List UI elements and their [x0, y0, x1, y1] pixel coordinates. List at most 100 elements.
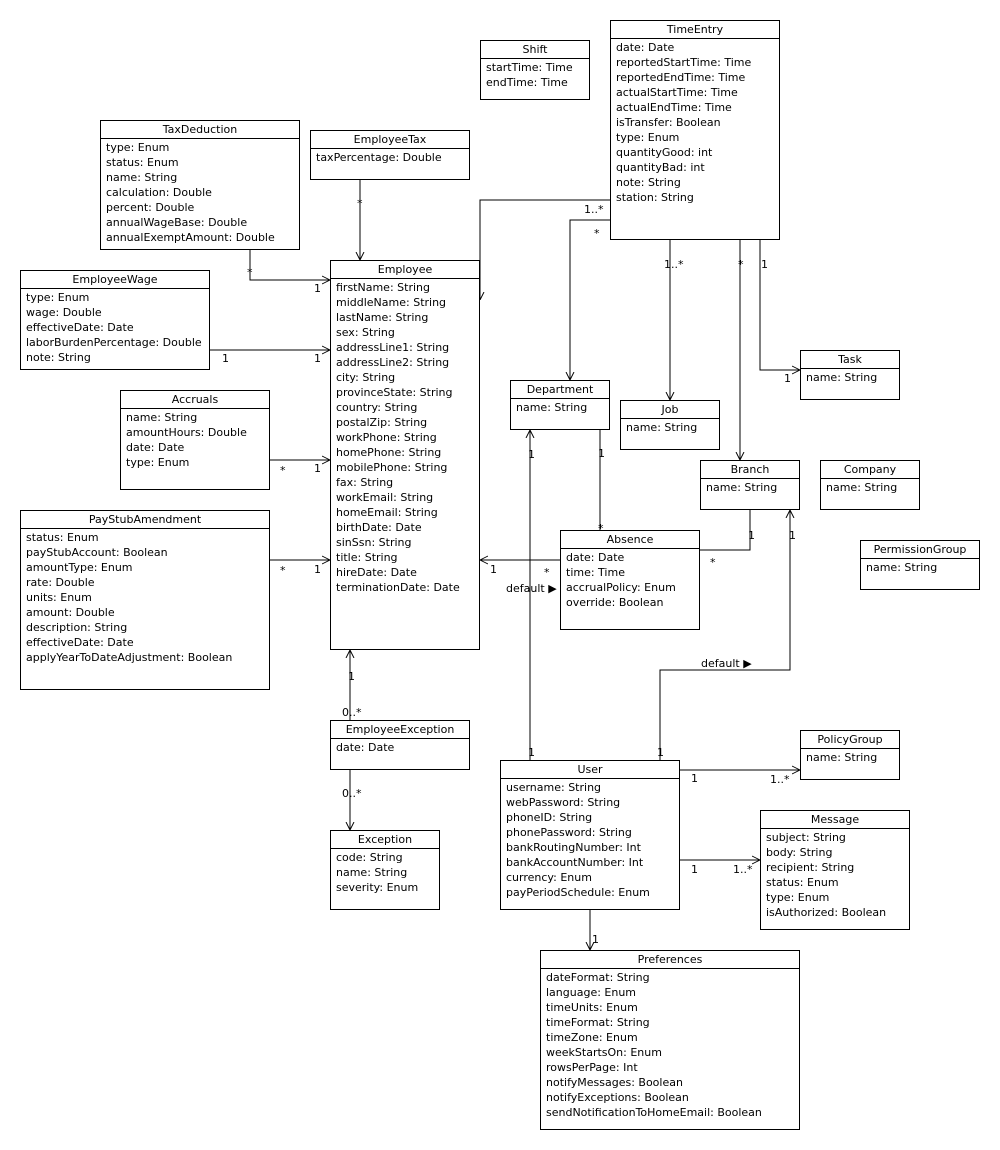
class-attribute: date: Date [566, 551, 625, 564]
class-attribute: addressLine2: String [336, 356, 450, 369]
class-attribute: name: String [866, 561, 938, 574]
class-attribute: name: String [336, 866, 408, 879]
class-attribute: hireDate: Date [336, 566, 417, 579]
class-name: User [501, 761, 679, 779]
class-name: Absence [561, 531, 699, 549]
class-attribute: phonePassword: String [506, 826, 632, 839]
branch-absence-src-mult: 1 [748, 529, 755, 542]
class-attribute: type: Enum [126, 456, 190, 469]
user-department-dst-mult: 1 [528, 448, 535, 461]
class-attribute: recipient: String [766, 861, 855, 874]
class-attribute: percent: Double [106, 201, 195, 214]
class-attribute: currency: Enum [506, 871, 592, 884]
class-attribute: calculation: Double [106, 186, 212, 199]
class-name: Exception [331, 831, 439, 849]
class-attribute: type: Enum [26, 291, 90, 304]
class-attribute: timeZone: Enum [546, 1031, 638, 1044]
user-message-dst-mult: 1..* [733, 863, 753, 876]
employee-exception-ee-mult: 0..* [342, 706, 362, 719]
class-attribute: station: String [616, 191, 694, 204]
time-entry-job-mult: 1..* [664, 258, 684, 271]
attribute-list: name: String [801, 749, 899, 765]
time-entry-task-src-mult: 1 [761, 258, 768, 271]
class-attribute: isAuthorized: Boolean [766, 906, 887, 919]
class-attribute: firstName: String [336, 281, 430, 294]
class-attribute: status: Enum [766, 876, 839, 889]
class-name: Task [801, 351, 899, 369]
class-attribute: webPassword: String [506, 796, 621, 809]
class-attribute: workPhone: String [336, 431, 437, 444]
class-attribute: reportedStartTime: Time [616, 56, 752, 69]
tax-deduction-employee-dst-mult: 1 [314, 282, 321, 295]
ee-exception-mult: 0..* [342, 787, 362, 800]
class-attribute: status: Enum [26, 531, 99, 544]
class-attribute: dateFormat: String [546, 971, 650, 984]
class-name: TimeEntry [611, 21, 779, 39]
class-attribute: annualExemptAmount: Double [106, 231, 275, 244]
class-attribute: date: Date [616, 41, 675, 54]
class-attribute: name: String [706, 481, 778, 494]
class-attribute: sendNotificationToHomeEmail: Boolean [546, 1106, 762, 1119]
class-attribute: date: Date [126, 441, 185, 454]
absence-employee-dst-mult: 1 [490, 563, 497, 576]
class-attribute: provinceState: String [336, 386, 453, 399]
class-name: Preferences [541, 951, 799, 969]
class-name: Message [761, 811, 909, 829]
class-attribute: country: String [336, 401, 418, 414]
class-attribute: fax: String [336, 476, 394, 489]
class-attribute: date: Date [336, 741, 395, 754]
task-class[interactable]: Task name: String [800, 350, 900, 400]
class-attribute: lastName: String [336, 311, 429, 324]
class-attribute: code: String [336, 851, 403, 864]
class-attribute: name: String [806, 371, 878, 384]
class-attribute: workEmail: String [336, 491, 434, 504]
class-attribute: amountType: Enum [26, 561, 133, 574]
class-attribute: startTime: Time [486, 61, 573, 74]
class-attribute: sinSsn: String [336, 536, 412, 549]
class-attribute: payStubAccount: Boolean [26, 546, 168, 559]
time-entry-department-line [570, 219, 610, 380]
class-attribute: wage: Double [26, 306, 102, 319]
time-entry-branch-mult: * [738, 258, 744, 271]
class-name: PolicyGroup [801, 731, 899, 749]
time-entry-class[interactable]: TimeEntry date: Date reportedStartTime: Ti… [610, 20, 780, 240]
class-attribute: timeUnits: Enum [546, 1001, 638, 1014]
class-name: Department [511, 381, 609, 399]
user-policy-dst-mult: 1..* [770, 773, 790, 786]
employee-wage-src-mult: 1 [222, 352, 229, 365]
accruals-src-mult: * [280, 464, 286, 477]
class-attribute: bankRoutingNumber: Int [506, 841, 641, 854]
class-attribute: type: Enum [616, 131, 680, 144]
class-attribute: rowsPerPage: Int [546, 1061, 638, 1074]
class-attribute: type: Enum [766, 891, 830, 904]
class-attribute: birthDate: Date [336, 521, 422, 534]
